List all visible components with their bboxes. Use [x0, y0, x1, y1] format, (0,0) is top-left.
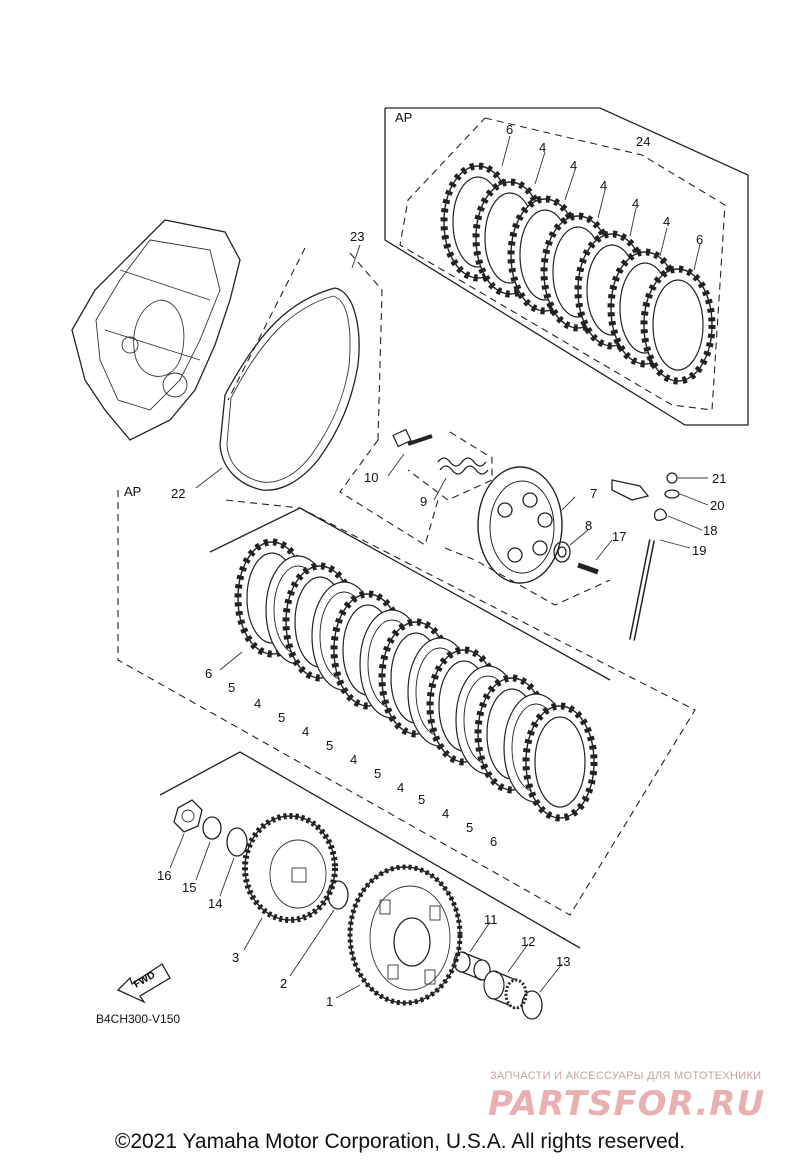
label-2: 2	[280, 976, 287, 991]
label-14: 14	[208, 896, 222, 911]
top-friction-plates	[444, 166, 712, 381]
label-4-stack-c: 4	[350, 752, 357, 767]
needle-bearing	[483, 970, 528, 1010]
leader-lines	[169, 135, 709, 999]
label-5-stack-c: 5	[326, 738, 333, 753]
label-5-stack-f: 5	[466, 820, 473, 835]
primary-driven-gear	[347, 864, 463, 1006]
clutch-plate-stack	[238, 542, 594, 818]
label-9: 9	[420, 494, 427, 509]
ap-box-clutch-plates	[117, 490, 696, 916]
label-4-top-c: 4	[600, 178, 607, 193]
hub-box	[159, 751, 581, 949]
label-5-stack-e: 5	[418, 792, 425, 807]
label-4-top-b: 4	[570, 158, 577, 173]
push-rod	[577, 562, 599, 575]
screw-dash	[339, 439, 439, 546]
label-4-top-d: 4	[632, 196, 639, 211]
label-12: 12	[521, 934, 535, 949]
spring-box	[407, 431, 493, 501]
crankcase-cover	[71, 219, 241, 441]
gasket-dash-right	[349, 252, 383, 441]
pressure-plate	[477, 466, 563, 584]
label-4-stack-e: 4	[442, 806, 449, 821]
label-7: 7	[590, 486, 597, 501]
label-5-stack-d: 5	[374, 766, 381, 781]
watermark-tagline: ЗАПЧАСТИ И АКСЕССУАРЫ ДЛЯ МОТОТЕХНИКИ	[490, 1070, 762, 1082]
label-4-stack-d: 4	[397, 780, 404, 795]
label-17: 17	[612, 529, 626, 544]
label-18: 18	[703, 523, 717, 538]
label-13: 13	[556, 954, 570, 969]
label-6-top-b: 6	[696, 232, 703, 247]
label-21: 21	[712, 471, 726, 486]
label-4-top-a: 4	[539, 140, 546, 155]
gasket	[219, 287, 360, 491]
spacer	[453, 951, 491, 981]
label-24: 24	[636, 134, 650, 149]
watermark-logo: PARTSFOR.RU	[488, 1084, 766, 1124]
bearing	[553, 541, 571, 563]
copyright-notice: ©2021 Yamaha Motor Corporation, U.S.A. A…	[114, 1130, 686, 1153]
label-10: 10	[364, 470, 378, 485]
ap-box-friction-set	[384, 107, 749, 426]
washer-2	[327, 880, 349, 910]
label-4-stack-b: 4	[302, 724, 309, 739]
label-16: 16	[157, 868, 171, 883]
push-lever-assembly	[611, 472, 680, 641]
label-4-top-e: 4	[663, 214, 670, 229]
label-6-top: 6	[506, 122, 513, 137]
gasket-dash-left	[227, 247, 306, 401]
plate-stack-box-top	[209, 507, 611, 681]
label-8: 8	[585, 518, 592, 533]
label-5-stack-a: 5	[228, 680, 235, 695]
thrust-washer	[226, 827, 248, 857]
label-20: 20	[710, 498, 724, 513]
pressure-dash	[444, 547, 611, 606]
washer-13	[521, 990, 543, 1020]
screw	[392, 428, 433, 448]
label-5-stack-b: 5	[278, 710, 285, 725]
label-22: 22	[171, 486, 185, 501]
clutch-boss	[242, 813, 338, 923]
label-11: 11	[484, 912, 498, 927]
ap-label-top: AP	[395, 110, 412, 125]
label-23: 23	[350, 229, 364, 244]
lock-washer	[202, 816, 222, 840]
label-19: 19	[692, 543, 706, 558]
label-4-stack-a: 4	[254, 696, 261, 711]
ap-label-left: AP	[124, 484, 141, 499]
diagram-code: B4CH300-V150	[96, 1012, 181, 1026]
label-3: 3	[232, 950, 239, 965]
label-6-stack-a: 6	[205, 666, 212, 681]
label-6-stack-b: 6	[490, 834, 497, 849]
label-1: 1	[326, 994, 333, 1009]
clutch-spring	[437, 457, 489, 475]
label-15: 15	[182, 880, 196, 895]
nut	[173, 799, 203, 833]
fwd-arrow-icon	[116, 963, 171, 1004]
